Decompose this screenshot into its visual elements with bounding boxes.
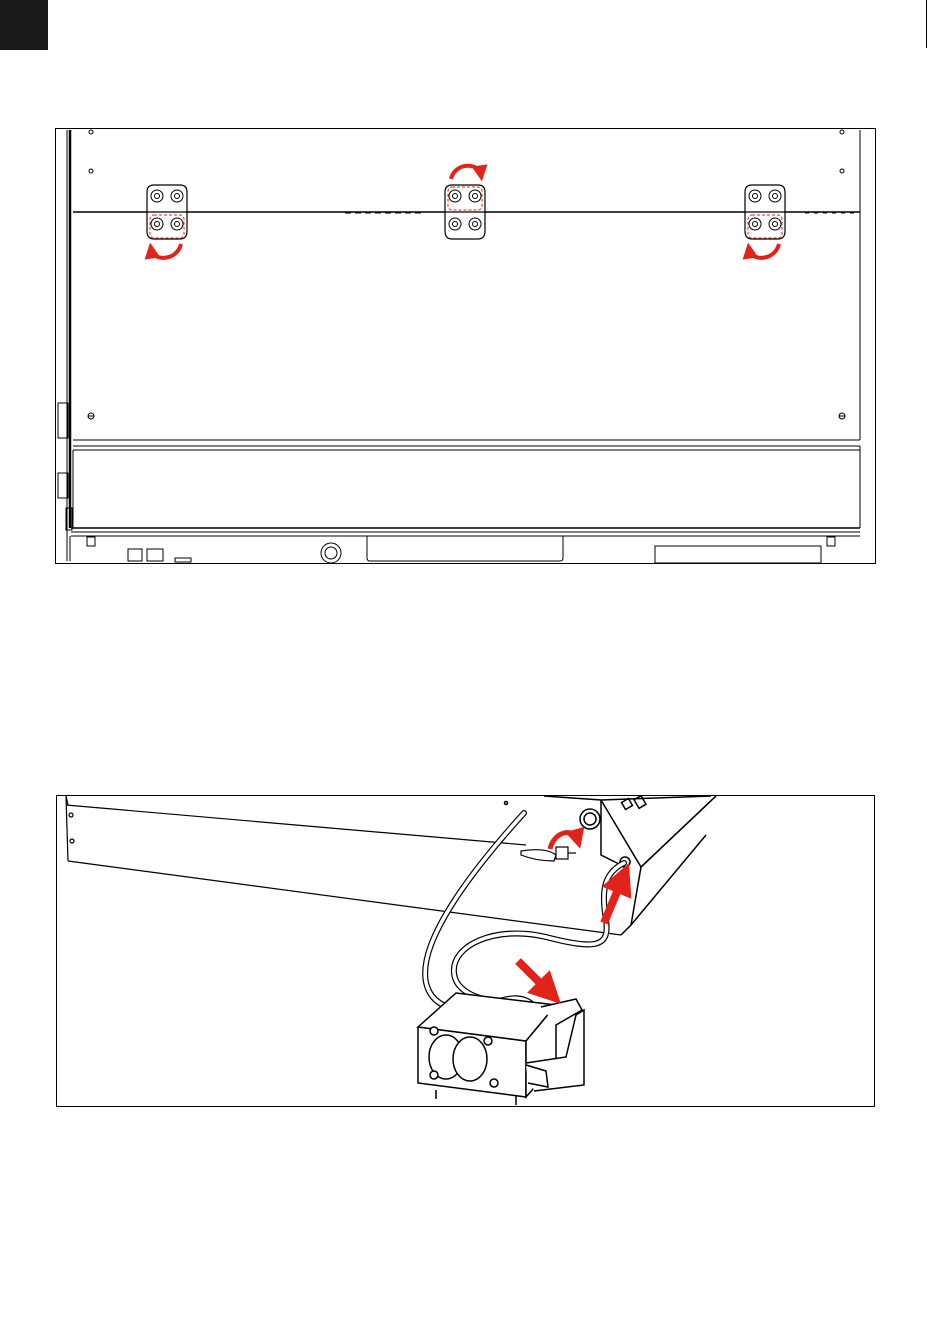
screw-icon xyxy=(171,218,183,230)
figure-pump xyxy=(56,795,875,1107)
screw-icon xyxy=(449,218,461,230)
page-tab xyxy=(0,0,48,50)
screw-icon xyxy=(151,190,163,202)
screw-icon xyxy=(469,218,481,230)
figure-hinges xyxy=(55,128,876,564)
screw-icon xyxy=(769,218,781,230)
pump-diagram xyxy=(56,795,875,1107)
screw-icon xyxy=(749,218,761,230)
screw-icon xyxy=(749,190,761,202)
screw-icon xyxy=(151,218,163,230)
screw-icon xyxy=(769,190,781,202)
screw-icon xyxy=(469,190,481,202)
screw-icon xyxy=(449,190,461,202)
hinges-diagram xyxy=(55,128,876,564)
screw-icon xyxy=(171,190,183,202)
trim-mark xyxy=(926,0,927,48)
